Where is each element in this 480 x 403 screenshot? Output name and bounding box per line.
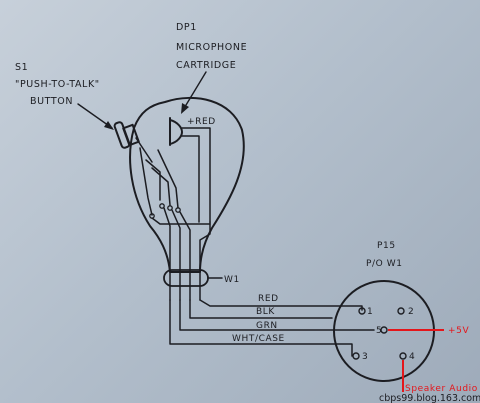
pin-label-5: 5 <box>376 326 382 336</box>
p15-ref-label: P15 <box>377 241 396 251</box>
dp1-leader-arrow <box>182 71 207 111</box>
watermark: cbps99.blog.163.com <box>379 393 480 403</box>
pin-5 <box>380 326 388 334</box>
push-to-talk-button <box>113 121 153 163</box>
s1-type-label: BUTTON <box>30 96 73 107</box>
pin-label-2: 2 <box>408 307 414 317</box>
wire-label-blk: BLK <box>256 307 275 317</box>
wire-blk <box>189 299 333 319</box>
pin-1 <box>358 307 366 315</box>
dp1-name-label: MICROPHONE <box>176 42 247 53</box>
dp1-ref-label: DP1 <box>176 22 197 33</box>
wire-label-red: RED <box>258 294 279 304</box>
s1-name-label: "PUSH-TO-TALK" <box>15 79 100 90</box>
plus5v-label: +5V <box>448 326 469 336</box>
s1-ref-label: S1 <box>15 62 28 73</box>
s1-arrowhead <box>104 121 114 130</box>
wire-grn <box>179 299 375 331</box>
pin-label-4: 4 <box>409 352 415 362</box>
dp1-arrowhead <box>181 103 189 114</box>
w1-label: W1 <box>224 275 240 285</box>
switch-contacts <box>139 147 181 219</box>
pin-3 <box>352 352 360 360</box>
red-tap-label: +RED <box>187 117 216 127</box>
pin-label-1: 1 <box>367 307 373 317</box>
wire-label-grn: GRN <box>256 321 278 331</box>
wire-wht-case <box>169 299 353 357</box>
microphone-cartridge <box>169 117 211 223</box>
wire-red <box>199 299 363 311</box>
dp1-type-label: CARTRIDGE <box>176 60 236 71</box>
speaker-audio-label: Speaker Audio <box>405 384 478 394</box>
p15-name-label: P/O W1 <box>366 259 403 269</box>
wire-label-wht-case: WHT/CASE <box>232 334 285 344</box>
pin-label-3: 3 <box>362 352 368 362</box>
pin-4 <box>399 352 407 360</box>
pin-2 <box>397 307 405 315</box>
cable-clamp-w1 <box>163 269 223 287</box>
